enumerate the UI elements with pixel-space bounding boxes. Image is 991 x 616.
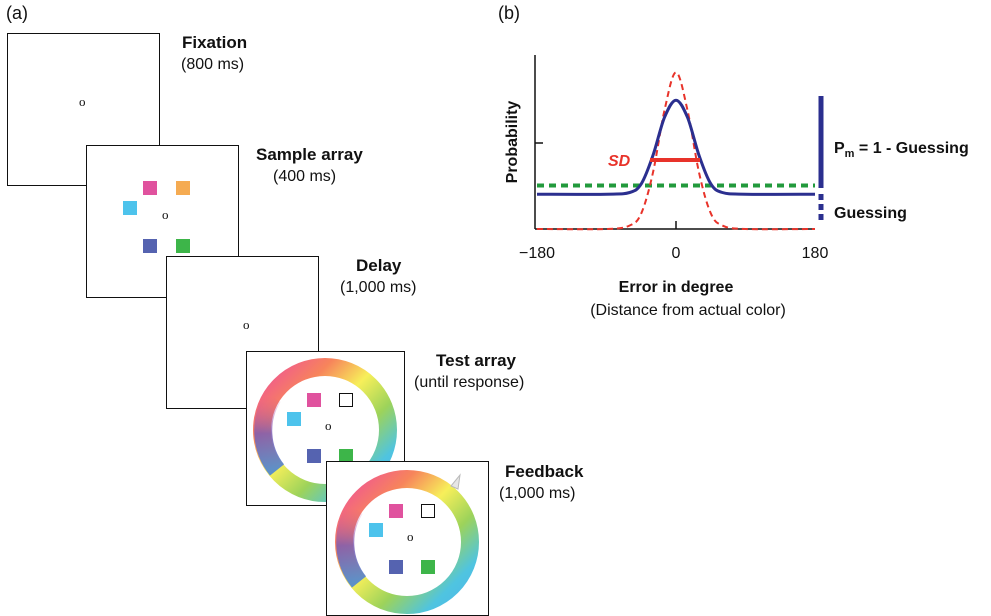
test-probe-square	[339, 393, 353, 407]
y-axis-label: Probability	[504, 101, 521, 184]
pm-label: Pm = 1 - Guessing	[834, 140, 969, 160]
panel-b-label: (b)	[498, 3, 520, 23]
pm-label-suffix: = 1 - Guessing	[854, 140, 968, 157]
guessing-label: Guessing	[834, 205, 907, 222]
test-array-duration: (until response)	[414, 374, 525, 391]
fixation-duration: (800 ms)	[181, 56, 245, 73]
feedback-title: Feedback	[505, 462, 584, 481]
color-wheel	[335, 470, 479, 614]
fixation-point: o	[162, 207, 169, 222]
sample-array-title: Sample array	[256, 145, 363, 164]
sample-item-cyan	[123, 201, 137, 215]
x-tick-label-min: −180	[519, 245, 555, 262]
sample-item-green	[176, 239, 190, 253]
feedback-duration: (1,000 ms)	[499, 485, 576, 502]
test-item-blue	[307, 449, 321, 463]
sample-item-blue	[143, 239, 157, 253]
delay-duration: (1,000 ms)	[340, 279, 417, 296]
mixture-curve	[536, 98, 816, 196]
sample-array-frame: o	[86, 145, 239, 298]
fixation-title: Fixation	[182, 33, 248, 52]
test-item-green	[339, 449, 353, 463]
fixation-point: o	[325, 418, 332, 433]
x-axis-sublabel: (Distance from actual color)	[590, 302, 786, 319]
feedback-frame: o	[326, 461, 489, 616]
sd-label: SD	[608, 153, 631, 170]
color-wheel	[253, 358, 397, 502]
von-mises-curve	[536, 71, 816, 231]
fixation-point: o	[243, 317, 250, 332]
fixation-point: o	[79, 94, 86, 109]
x-tick-label-max: 180	[802, 245, 829, 262]
test-item-cyan	[287, 412, 301, 426]
feedback-probe-square	[421, 504, 435, 518]
panel-a-label: (a)	[6, 3, 28, 23]
test-item-pink	[307, 393, 321, 407]
test-array-title: Test array	[436, 351, 517, 370]
feedback-item-cyan	[369, 523, 383, 537]
feedback-item-green	[421, 560, 435, 574]
x-tick-label-zero: 0	[672, 245, 681, 262]
sample-item-pink	[143, 181, 157, 195]
sample-array-duration: (400 ms)	[273, 168, 337, 185]
pm-label-subscript: m	[845, 148, 855, 160]
pm-label-prefix: P	[834, 140, 845, 157]
fixation-point: o	[407, 529, 414, 544]
feedback-item-pink	[389, 504, 403, 518]
delay-title: Delay	[356, 256, 402, 275]
feedback-item-blue	[389, 560, 403, 574]
x-axis-label: Error in degree	[619, 279, 734, 296]
feedback-marker-icon	[450, 473, 461, 490]
sample-item-orange	[176, 181, 190, 195]
